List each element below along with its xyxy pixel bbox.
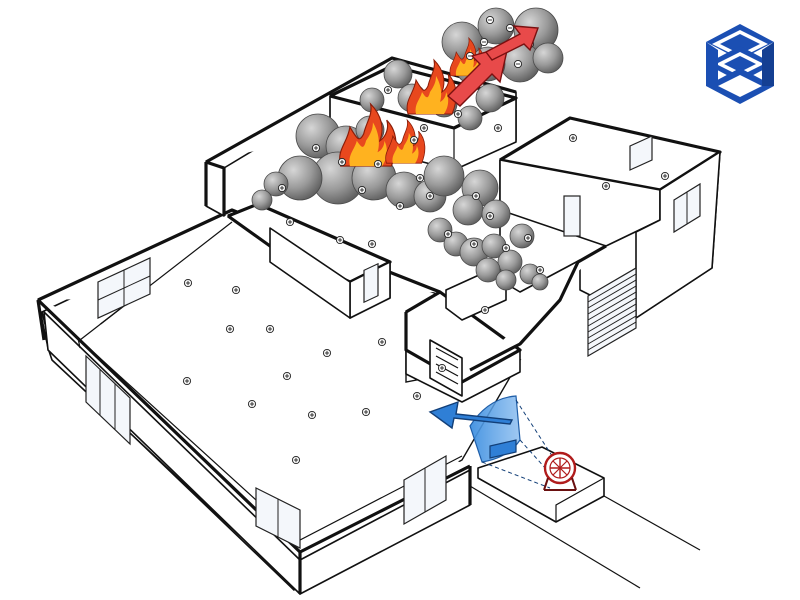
smoke-cloud-icon (531, 273, 549, 291)
supply-airflow (428, 395, 557, 489)
plus-marker-icon (277, 183, 287, 193)
smoke-cloud-icon (481, 199, 511, 229)
pressure-markers (182, 15, 670, 465)
plus-marker-icon (660, 171, 670, 181)
ventilation-fan-icon (543, 451, 577, 491)
plus-marker-icon (409, 135, 419, 145)
plus-marker-icon (322, 348, 332, 358)
window (97, 257, 151, 319)
plus-marker-icon (437, 363, 447, 373)
exhaust-arrow-icon (484, 25, 539, 61)
plus-marker-icon (425, 191, 435, 201)
airflow-duct (489, 439, 517, 459)
window (85, 354, 131, 446)
plus-marker-icon (282, 371, 292, 381)
smoke-cloud-icon (475, 83, 505, 113)
window (629, 135, 653, 171)
company-logo-icon (706, 24, 774, 104)
plus-marker-icon (265, 324, 275, 334)
ground-floor-windows (85, 257, 447, 549)
plus-marker-icon (412, 391, 422, 401)
smoke-cloud-icon (495, 269, 517, 291)
plus-marker-icon (291, 455, 301, 465)
plus-marker-icon (601, 181, 611, 191)
plus-marker-icon (377, 337, 387, 347)
fire-icon (339, 102, 397, 167)
garage-door (587, 266, 637, 358)
plus-marker-icon (535, 265, 545, 275)
plus-marker-icon (247, 399, 257, 409)
plus-marker-icon (182, 376, 192, 386)
exhaust-arrow (446, 25, 539, 107)
plus-marker-icon (307, 410, 317, 420)
fire-icon (406, 58, 457, 115)
minus-marker-icon (485, 15, 495, 25)
right-wing (469, 116, 722, 372)
smoke-cloud-icon (452, 194, 484, 226)
plus-marker-icon (471, 191, 481, 201)
plus-marker-icon (480, 305, 490, 315)
plus-marker-icon (183, 278, 193, 288)
plus-marker-icon (285, 217, 295, 227)
window (255, 487, 301, 549)
plus-marker-icon (335, 235, 345, 245)
plus-marker-icon (311, 143, 321, 153)
minus-marker-icon (513, 59, 523, 69)
plus-marker-icon (493, 123, 503, 133)
smoke-cloud-icon (457, 105, 483, 131)
interior-room-partition (227, 202, 392, 319)
plus-marker-icon (568, 133, 578, 143)
interior-door (363, 262, 379, 304)
plus-marker-icon (485, 211, 495, 221)
plus-marker-icon (415, 173, 425, 183)
plus-marker-icon (225, 324, 235, 334)
plus-marker-icon (373, 159, 383, 169)
plus-marker-icon (453, 109, 463, 119)
interior-door (563, 195, 581, 237)
plus-marker-icon (501, 243, 511, 253)
plus-marker-icon (361, 407, 371, 417)
plus-marker-icon (419, 123, 429, 133)
smoke-cloud-icon (251, 189, 273, 211)
smoke-cloud-icon (497, 249, 523, 275)
smoke-cloud-icon (532, 42, 564, 74)
plus-marker-icon (443, 229, 453, 239)
plus-marker-icon (523, 233, 533, 243)
fire-flames (339, 36, 485, 167)
minus-marker-icon (505, 23, 515, 33)
supply-arrow-icon (428, 400, 514, 430)
ground-floor-slab (36, 208, 522, 595)
plus-marker-icon (231, 285, 241, 295)
plus-marker-icon (383, 85, 393, 95)
minus-marker-icon (479, 37, 489, 47)
smoke-cloud-icon (383, 59, 413, 89)
plus-marker-icon (337, 157, 347, 167)
plus-marker-icon (469, 239, 479, 249)
plus-marker-icon (367, 239, 377, 249)
window (673, 182, 701, 234)
plus-marker-icon (395, 201, 405, 211)
smoke-cloud-icon (475, 257, 501, 283)
smoke-cloud-icon (423, 155, 465, 197)
plus-marker-icon (357, 185, 367, 195)
entrance-walkway (459, 446, 701, 589)
window (403, 454, 447, 526)
exhaust-arrow-icon (446, 45, 509, 107)
